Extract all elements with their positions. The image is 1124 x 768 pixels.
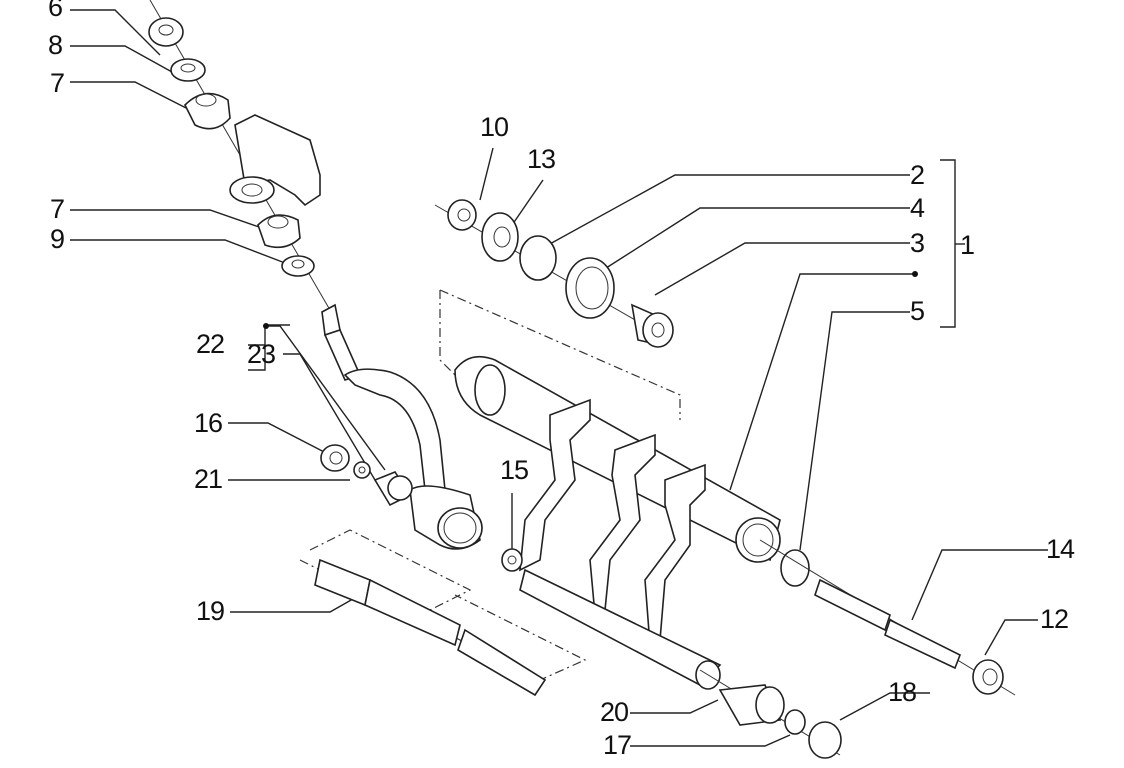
top-left-assembly bbox=[148, 0, 331, 311]
callout-21: 21 bbox=[194, 464, 223, 494]
lower-bushing-assembly bbox=[699, 669, 842, 759]
callout-8: 8 bbox=[48, 30, 63, 60]
callout-7-lower: 7 bbox=[50, 194, 65, 224]
callout-10: 10 bbox=[480, 112, 509, 142]
shaft-14-assembly bbox=[759, 539, 1016, 696]
callout-6: 6 bbox=[48, 0, 63, 22]
rod-19 bbox=[314, 558, 547, 697]
callout-22: 22 bbox=[196, 329, 225, 359]
leader-lines bbox=[70, 9, 1048, 747]
callout-1: 1 bbox=[960, 230, 975, 260]
swing-arm-body bbox=[454, 355, 781, 690]
callout-17: 17 bbox=[603, 730, 632, 760]
callout-23: 23 bbox=[247, 339, 276, 369]
callout-7-upper: 7 bbox=[50, 68, 65, 98]
callout-9: 9 bbox=[50, 224, 65, 254]
lever-arm bbox=[320, 303, 483, 550]
callout-5: 5 bbox=[910, 296, 925, 326]
callout-3: 3 bbox=[910, 228, 925, 258]
callout-12: 12 bbox=[1040, 604, 1069, 634]
bearing-stack bbox=[434, 199, 674, 348]
callout-20: 20 bbox=[600, 697, 629, 727]
callout-18: 18 bbox=[888, 677, 917, 707]
callout-14: 14 bbox=[1046, 534, 1075, 564]
callout-2: 2 bbox=[910, 160, 925, 190]
callout-15: 15 bbox=[500, 455, 529, 485]
callout-16: 16 bbox=[194, 408, 223, 438]
callout-19: 19 bbox=[196, 596, 225, 626]
callout-4: 4 bbox=[910, 193, 925, 223]
callout-13: 13 bbox=[527, 144, 556, 174]
